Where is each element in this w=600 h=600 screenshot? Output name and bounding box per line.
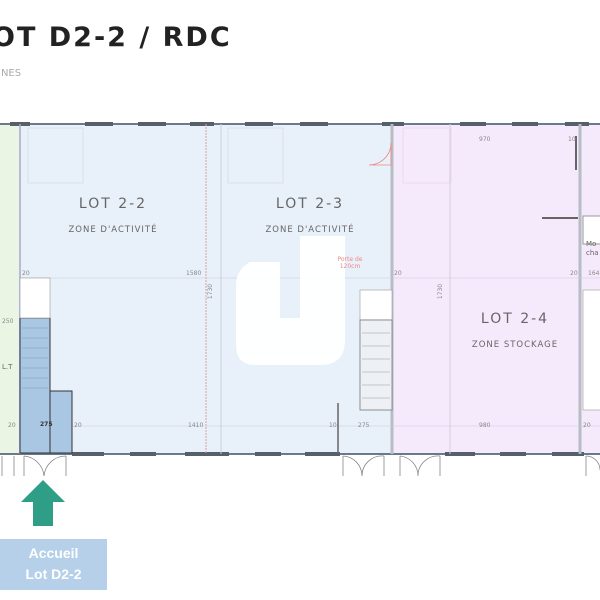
dim: 20 [74, 422, 82, 429]
page-subtitle: INES [0, 68, 22, 79]
dim: 1580 [186, 270, 202, 277]
dim: 250 [2, 318, 14, 325]
entrance-label-line2: Lot D2-2 [25, 566, 82, 582]
floor-plan-drawing [0, 122, 600, 477]
watermark-logo [236, 236, 345, 365]
lot-2-4-label: LOT 2-4 [480, 311, 550, 327]
lot-2-2-label: LOT 2-2 [78, 196, 148, 212]
dim: 20 [22, 270, 30, 277]
zone-lot-2-4 [392, 124, 580, 454]
lt-label: L.T [2, 363, 13, 371]
entrance-label: Accueil Lot D2-2 [0, 539, 107, 590]
dim: 20 [394, 270, 402, 277]
dim: 20 [570, 270, 578, 277]
zone-green-strip [0, 124, 18, 454]
dim: 10 [329, 422, 337, 429]
dim: 20 [8, 422, 16, 429]
dim: 275 [40, 421, 53, 428]
lot-2-3-label: LOT 2-3 [275, 196, 345, 212]
dim: 1730 [437, 283, 445, 300]
page-title: OT D2-2 / RDC [0, 22, 232, 53]
dim: 275 [358, 422, 370, 429]
dim: 1410 [188, 422, 204, 429]
entrance-label-line1: Accueil [28, 545, 79, 561]
dim: 980 [479, 422, 491, 429]
dim: 10 [568, 136, 576, 143]
lot-2-4-zone-label: ZONE STOCKAGE [471, 340, 559, 350]
dim: 1730 [207, 283, 215, 300]
dim: 20 [583, 422, 591, 429]
door-note: Porte de 120cm [337, 256, 363, 270]
lot-2-3-zone-label: ZONE D'ACTIVITÉ [265, 225, 355, 235]
room-label: Mo cha [586, 240, 599, 257]
dim: 970 [479, 136, 491, 143]
entrance-arrow-icon [21, 480, 65, 526]
lot-2-2-zone-label: ZONE D'ACTIVITÉ [68, 225, 158, 235]
floor-plan: LOT 2-2 ZONE D'ACTIVITÉ LOT 2-3 ZONE D'A… [0, 118, 600, 478]
dim: 164 [588, 270, 600, 277]
